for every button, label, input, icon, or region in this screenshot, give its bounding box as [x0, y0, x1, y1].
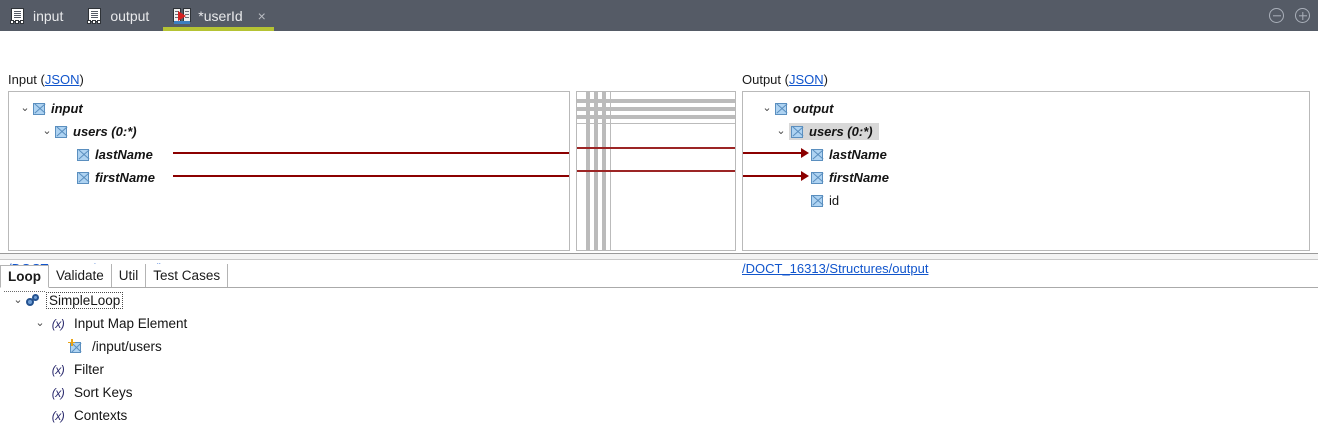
window-controls	[1269, 0, 1310, 31]
minimize-button[interactable]	[1269, 8, 1284, 23]
schema-node-icon	[811, 171, 823, 184]
input-panel-title-suffix: )	[79, 72, 84, 87]
loop-settings-tree[interactable]: ⌄ SimpleLoop ⌄ (x) Input Map Element /in…	[0, 289, 1318, 447]
mapper-area: Input (JSON) Output (JSON) ⌄ input ⌄ use…	[0, 31, 1318, 276]
tree-node-label: firstName	[95, 170, 155, 185]
tab-util[interactable]: Util	[111, 264, 147, 287]
function-icon: (x)	[51, 408, 65, 423]
tree-node-label: Sort Keys	[74, 385, 133, 400]
chevron-down-icon[interactable]: ⌄	[20, 102, 30, 114]
output-panel-title: Output (JSON)	[742, 72, 828, 87]
link-add-icon	[68, 338, 84, 354]
schema-node-icon	[77, 148, 89, 161]
lower-tab-bar: Loop Validate Util Test Cases	[0, 264, 1318, 292]
tree-node-label: lastName	[95, 147, 153, 162]
tree-row-selected[interactable]: ⌄ users (0:*)	[743, 120, 1309, 143]
tree-node-label: users (0:*)	[73, 124, 137, 139]
close-icon[interactable]: ×	[257, 7, 266, 24]
tree-row[interactable]: ⌄ lastName	[9, 143, 569, 166]
tab-loop-label: Loop	[8, 269, 41, 284]
tree-row-contexts[interactable]: (x) Contexts	[0, 404, 1318, 427]
tree-row[interactable]: ⌄ output	[743, 97, 1309, 120]
function-icon: (x)	[51, 362, 65, 377]
tree-node-label: lastName	[829, 147, 887, 162]
arrow-head-icon	[801, 171, 809, 181]
chevron-down-icon[interactable]: ⌄	[762, 102, 772, 114]
mapping-connector[interactable]	[743, 152, 803, 154]
chevron-down-icon[interactable]: ⌄	[13, 294, 23, 306]
editor-tab-bar: input output *userId ×	[0, 0, 1318, 31]
input-structure-tree[interactable]: ⌄ input ⌄ users (0:*) ⌄ lastName ⌄ first…	[8, 91, 570, 251]
tree-node-label: id	[829, 193, 840, 208]
map-icon	[173, 7, 192, 24]
schema-node-icon	[791, 125, 803, 138]
tree-row[interactable]: firstName	[743, 166, 1309, 189]
tree-node-label: SimpleLoop	[46, 292, 124, 309]
selection-highlight: users (0:*)	[789, 123, 879, 140]
schema-node-icon	[811, 194, 823, 207]
tree-row[interactable]: lastName	[743, 143, 1309, 166]
schema-node-icon	[55, 125, 67, 138]
grid-background	[577, 92, 735, 250]
schema-node-icon	[33, 102, 45, 115]
output-json-link[interactable]: JSON	[788, 72, 824, 87]
tab-output[interactable]: output	[77, 0, 163, 31]
tab-test-cases[interactable]: Test Cases	[146, 264, 229, 287]
output-panel-title-suffix: )	[823, 72, 828, 87]
tree-node-label: output	[793, 101, 834, 116]
chevron-down-icon[interactable]: ⌄	[776, 125, 786, 137]
schema-node-icon	[811, 148, 823, 161]
tree-node-label: input	[51, 101, 83, 116]
tree-node-label: Filter	[74, 362, 104, 377]
tab-test-cases-label: Test Cases	[153, 268, 221, 283]
mapping-connector[interactable]	[743, 175, 803, 177]
tree-row-filter[interactable]: (x) Filter	[0, 358, 1318, 381]
tab-input-label: input	[33, 7, 64, 24]
input-json-link[interactable]: JSON	[44, 72, 80, 87]
tree-node-label: firstName	[829, 170, 889, 185]
tab-loop[interactable]: Loop	[0, 265, 49, 292]
function-icon: (x)	[51, 385, 65, 400]
tab-validate[interactable]: Validate	[49, 264, 112, 287]
tab-input[interactable]: input	[0, 0, 77, 31]
tab-userid-label: *userId	[198, 7, 243, 24]
output-panel-title-prefix: Output (	[742, 72, 789, 87]
tab-validate-label: Validate	[56, 268, 104, 283]
chevron-down-icon[interactable]: ⌄	[42, 125, 52, 137]
tree-row-input-map-element[interactable]: ⌄ (x) Input Map Element	[0, 312, 1318, 335]
tab-userid[interactable]: *userId ×	[163, 0, 274, 31]
tree-node-label: /input/users	[92, 339, 162, 354]
schema-node-icon	[77, 171, 89, 184]
tree-row[interactable]: id	[743, 189, 1309, 212]
mapping-connector[interactable]	[173, 152, 569, 154]
tree-row[interactable]: ⌄ input	[9, 97, 569, 120]
function-icon: (x)	[51, 316, 65, 331]
tree-row[interactable]: ⌄ users (0:*)	[9, 120, 569, 143]
tab-util-label: Util	[118, 268, 139, 283]
chevron-down-icon[interactable]: ⌄	[35, 317, 45, 329]
gears-icon	[26, 293, 42, 308]
tree-node-label: Contexts	[74, 408, 128, 423]
tree-node-label: Input Map Element	[74, 316, 188, 331]
schema-doc-icon	[87, 7, 103, 24]
input-panel-title: Input (JSON)	[8, 72, 84, 87]
tree-node-label: users (0:*)	[809, 124, 873, 139]
tree-row[interactable]: ⌄ firstName	[9, 166, 569, 189]
tree-row-input-users-path[interactable]: /input/users	[0, 335, 1318, 358]
schema-node-icon	[775, 102, 787, 115]
mapping-connector[interactable]	[173, 175, 569, 177]
input-panel-title-prefix: Input (	[8, 72, 45, 87]
maximize-button[interactable]	[1295, 8, 1310, 23]
tree-row-simpleloop[interactable]: ⌄ SimpleLoop	[0, 289, 1318, 312]
output-structure-tree[interactable]: ⌄ output ⌄ users (0:*) lastName firstNam…	[742, 91, 1310, 251]
mapping-grid[interactable]	[576, 91, 736, 251]
tree-row-sort-keys[interactable]: (x) Sort Keys	[0, 381, 1318, 404]
schema-doc-icon	[10, 7, 26, 24]
panel-splitter[interactable]	[0, 253, 1318, 260]
arrow-head-icon	[801, 148, 809, 158]
tab-output-label: output	[110, 7, 150, 24]
output-structure-path-link[interactable]: /DOCT_16313/Structures/output	[742, 261, 929, 276]
